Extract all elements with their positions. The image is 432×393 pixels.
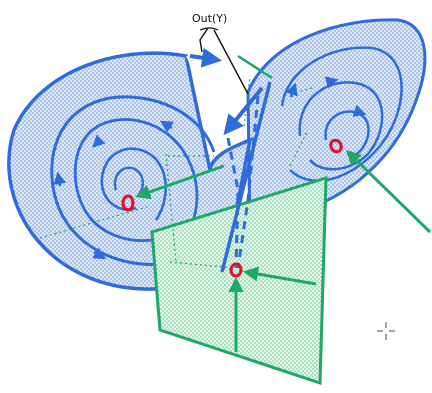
label-bracket — [200, 28, 218, 30]
crosshair-icon — [377, 322, 395, 340]
green-arrow-to-right-focus — [348, 152, 430, 232]
out-y-label: Out(Y) — [192, 12, 227, 25]
